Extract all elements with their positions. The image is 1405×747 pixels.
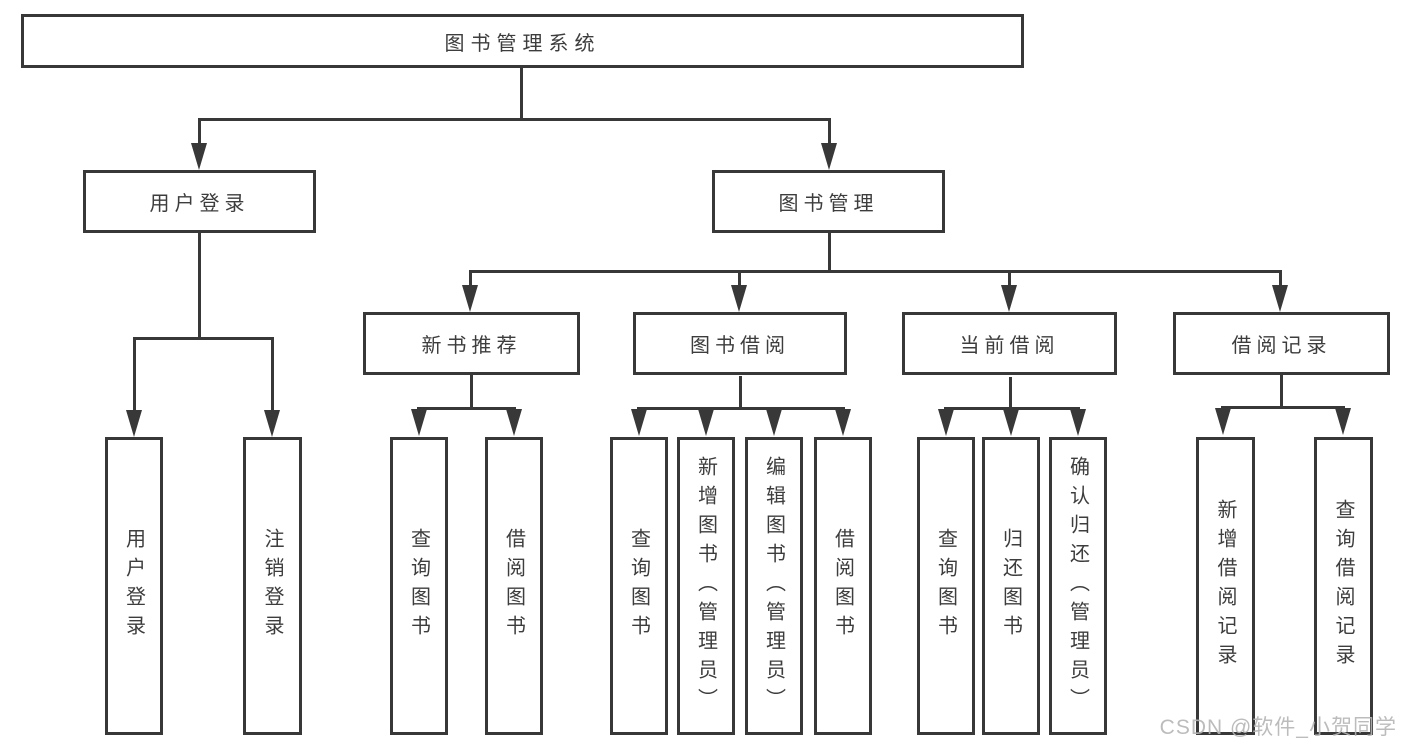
arrow-down-icon xyxy=(1272,285,1288,312)
arrow-down-icon xyxy=(938,409,954,436)
leaf-borrow-books: 借阅图书 xyxy=(485,437,543,735)
connector-user-login-stem xyxy=(198,233,201,340)
connector-current-stem xyxy=(1009,377,1012,410)
arrow-down-icon xyxy=(462,285,478,312)
arrow-down-icon xyxy=(1070,409,1086,436)
arrow-down-icon xyxy=(835,409,851,436)
arrow-down-icon xyxy=(126,410,142,437)
connector-stem-leaf xyxy=(133,337,136,415)
connector-root-stem xyxy=(520,66,523,120)
connector-user-login-bar xyxy=(133,337,274,340)
leaf-borrow-books: 借阅图书 xyxy=(814,437,872,735)
leaf-logout: 注销登录 xyxy=(243,437,302,735)
node-user-login: 用户登录 xyxy=(83,170,316,233)
connector-current-bar xyxy=(944,407,1080,410)
arrow-down-icon xyxy=(1001,285,1017,312)
connector-book-mgmt-bar xyxy=(469,270,1282,273)
leaf-edit-books-admin: 编辑图书（管理员） xyxy=(745,437,803,735)
arrow-down-icon xyxy=(698,409,714,436)
leaf-add-borrow-record: 新增借阅记录 xyxy=(1196,437,1255,735)
connector-newbook-stem xyxy=(470,375,473,410)
connector-stem-book-mgmt xyxy=(828,118,831,150)
connector-book-mgmt-stem xyxy=(828,233,831,273)
node-current-borrowing: 当前借阅 xyxy=(902,312,1117,375)
arrow-down-icon xyxy=(411,409,427,436)
node-root-library-system: 图书管理系统 xyxy=(21,14,1024,68)
arrow-down-icon xyxy=(1003,409,1019,436)
connector-stem-lvl3 xyxy=(469,270,472,288)
connector-root-bar xyxy=(198,118,830,121)
leaf-user-login: 用户登录 xyxy=(105,437,163,735)
node-new-book-recommend: 新书推荐 xyxy=(363,312,580,375)
connector-borrow-bar xyxy=(637,407,845,410)
arrow-down-icon xyxy=(191,143,207,170)
csdn-watermark: CSDN @软件_小贺同学 xyxy=(1159,716,1397,739)
arrow-down-icon xyxy=(766,409,782,436)
arrow-down-icon xyxy=(1335,408,1351,435)
connector-records-bar xyxy=(1221,406,1345,409)
connector-stem-user-login xyxy=(198,118,201,150)
connector-stem-lvl3 xyxy=(1279,270,1282,288)
node-book-borrowing: 图书借阅 xyxy=(633,312,847,375)
connector-stem-leaf xyxy=(271,337,274,415)
arrow-down-icon xyxy=(731,285,747,312)
leaf-confirm-return-admin: 确认归还（管理员） xyxy=(1049,437,1107,735)
leaf-query-borrow-record: 查询借阅记录 xyxy=(1314,437,1373,735)
arrow-down-icon xyxy=(821,143,837,170)
leaf-query-books: 查询图书 xyxy=(917,437,975,735)
arrow-down-icon xyxy=(506,409,522,436)
leaf-add-books-admin: 新增图书（管理员） xyxy=(677,437,735,735)
connector-stem-lvl3 xyxy=(1008,270,1011,288)
leaf-query-books: 查询图书 xyxy=(610,437,668,735)
node-book-management: 图书管理 xyxy=(712,170,945,233)
arrow-down-icon xyxy=(1215,408,1231,435)
connector-stem-lvl3 xyxy=(738,270,741,288)
node-borrowing-records: 借阅记录 xyxy=(1173,312,1390,375)
connector-borrow-stem xyxy=(739,376,742,410)
connector-records-stem xyxy=(1280,374,1283,409)
arrow-down-icon xyxy=(264,410,280,437)
connector-newbook-bar xyxy=(417,407,516,410)
leaf-return-books: 归还图书 xyxy=(982,437,1040,735)
arrow-down-icon xyxy=(631,409,647,436)
leaf-query-books: 查询图书 xyxy=(390,437,448,735)
